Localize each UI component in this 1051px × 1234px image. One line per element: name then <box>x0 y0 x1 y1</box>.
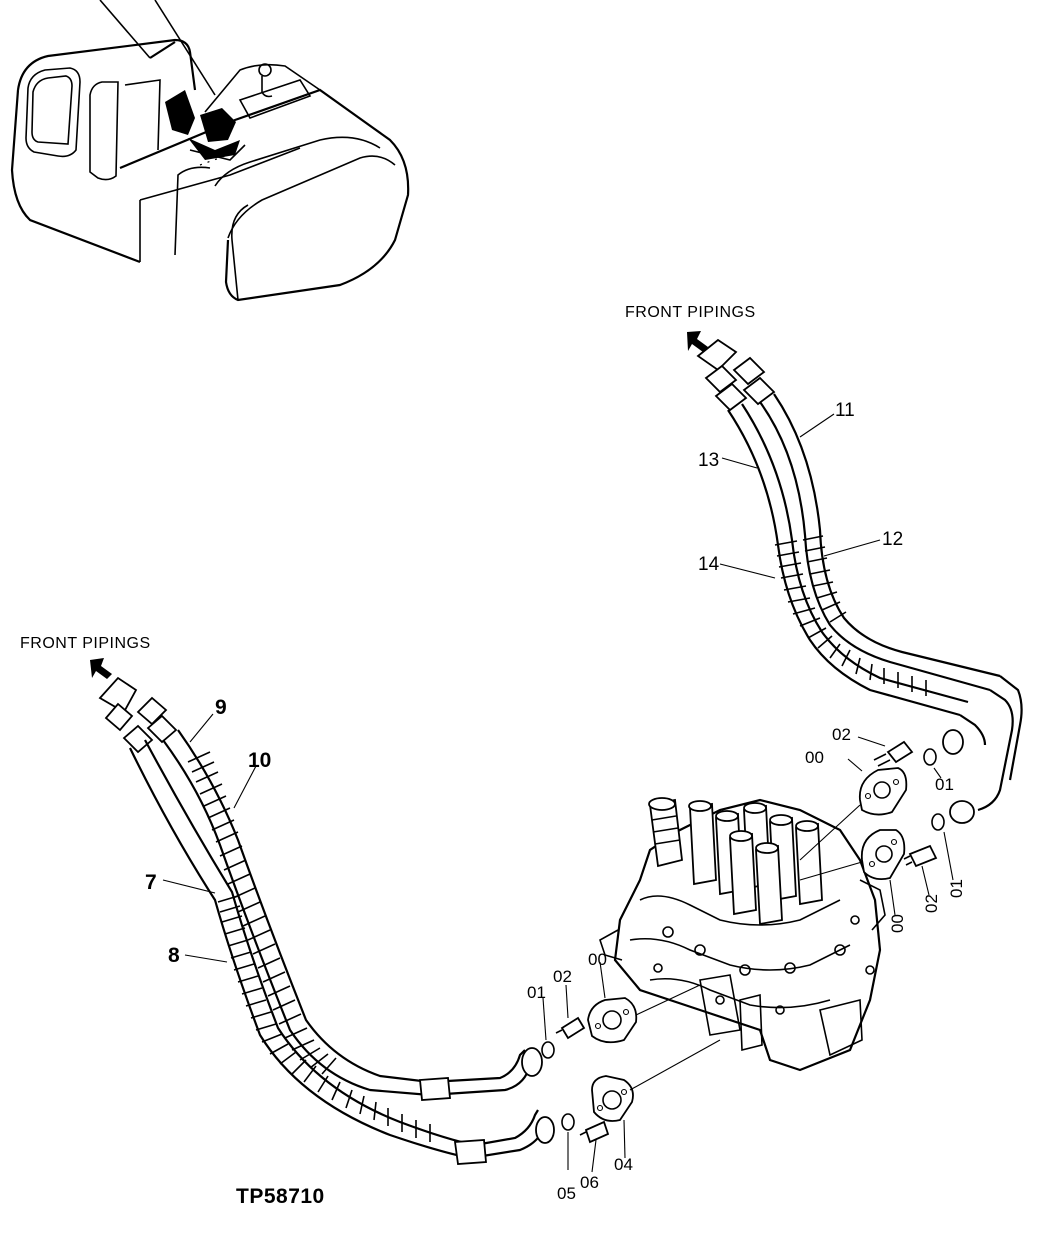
arrow-up-left-icon <box>90 331 708 679</box>
part-label-02-mid: 02 <box>922 894 941 913</box>
part-label-14: 14 <box>698 554 720 575</box>
part-label-8: 8 <box>168 944 180 967</box>
excavator-cab-icon <box>10 0 410 302</box>
part-label-10: 10 <box>248 749 271 772</box>
part-label-00-upper: 00 <box>805 748 824 767</box>
right-hose-assembly <box>696 338 1023 824</box>
part-label-02-upper: 02 <box>832 725 851 744</box>
part-label-7: 7 <box>145 871 157 894</box>
left-hose-assembly <box>98 676 555 1165</box>
drawing-id: TP58710 <box>236 1185 325 1208</box>
part-label-13: 13 <box>698 450 719 471</box>
part-label-01-upper: 01 <box>935 775 954 794</box>
part-label-12: 12 <box>882 529 903 550</box>
front-pipings-left-label: FRONT PIPINGS <box>20 635 151 652</box>
part-label-04: 04 <box>614 1155 633 1174</box>
fittings <box>541 740 945 1144</box>
part-label-01-lower: 01 <box>527 983 546 1002</box>
part-label-05: 05 <box>557 1184 576 1203</box>
part-label-00-mid: 00 <box>888 914 907 933</box>
part-label-01-mid: 01 <box>947 879 966 898</box>
part-label-00-lower: 00 <box>588 950 607 969</box>
front-pipings-right-label: FRONT PIPINGS <box>625 304 756 321</box>
part-label-06: 06 <box>580 1173 599 1192</box>
part-label-11: 11 <box>835 400 855 421</box>
leader-lines <box>162 413 954 1173</box>
control-valve-icon <box>599 797 886 1072</box>
part-label-9: 9 <box>215 696 227 719</box>
part-label-02-lower: 02 <box>553 967 572 986</box>
